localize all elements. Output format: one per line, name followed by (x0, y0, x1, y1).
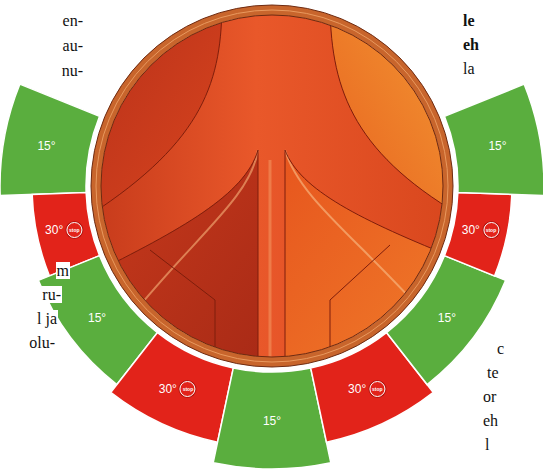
body-text-fragment: or (482, 388, 497, 405)
angle-value: 15° (37, 139, 55, 153)
trunk-highlight (269, 160, 272, 380)
sector-label: 15° (438, 311, 456, 325)
sector-label: 15° (488, 139, 506, 153)
sector-label: 30°stop (45, 222, 82, 238)
stop-sign: stop (369, 381, 385, 397)
text-fragment-holder: le (462, 12, 476, 30)
body-text-fragment: olu- (28, 334, 56, 351)
body-text-fragment: le (462, 12, 476, 29)
body-text-fragment: au- (62, 37, 84, 54)
stop-sign: stop (180, 381, 196, 397)
sector-label: 15° (263, 414, 281, 428)
sector-fill (444, 84, 543, 195)
text-fragment-holder: c (496, 340, 505, 358)
sector-fill (111, 333, 234, 443)
allowed-angle-sector: 15° (0, 82, 102, 198)
text-fragment-holder: eh (482, 412, 499, 430)
text-fragment-holder: or (482, 388, 497, 406)
sector-label: 15° (88, 311, 106, 325)
stop-sign: stop (483, 222, 499, 238)
sector-fill (387, 256, 506, 385)
pipe-ring-line (96, 10, 448, 362)
angle-value: 30° (45, 223, 63, 237)
body-text-fragment: eh (482, 412, 499, 429)
angle-value: 15° (438, 311, 456, 325)
angle-value: 15° (88, 311, 106, 325)
forbidden-angle-sector: 30°stop (442, 190, 514, 278)
body-text-fragment: en- (62, 12, 84, 29)
angle-value: 30° (462, 223, 480, 237)
angle-value: 15° (488, 139, 506, 153)
angle-value: 30° (159, 382, 177, 396)
body-text-fragment: l (484, 436, 490, 453)
body-text-fragment: c (496, 340, 505, 357)
text-fragment-holder: nu- (61, 62, 84, 80)
sector-label: 30°stop (462, 222, 499, 238)
body-text-fragment: te (486, 364, 500, 381)
pipe-ring (96, 10, 448, 362)
sector-label: 30°stop (159, 381, 196, 397)
sector-fill (444, 192, 511, 275)
allowed-angle-sector: 15° (442, 82, 543, 198)
body-text-fragment: nu- (61, 62, 84, 79)
sector-label: 30°stop (348, 381, 385, 397)
pipe-ring-edge (91, 5, 453, 367)
text-fragment-holder: eh (462, 36, 480, 54)
sector-fill (0, 84, 100, 195)
text-fragment-holder: au- (62, 37, 84, 55)
text-fragment-holder: te (486, 364, 500, 382)
pipe-ring-edge (101, 15, 443, 357)
text-fragment-holder: en- (62, 12, 84, 30)
text-fragment-holder: la (462, 60, 476, 78)
body-text-fragment: la (462, 60, 476, 77)
forbidden-angle-sector: 30°stop (108, 330, 236, 445)
angle-value: 15° (263, 414, 281, 428)
stop-sign: stop (66, 222, 82, 238)
angle-value: 30° (348, 382, 366, 396)
body-text-fragment: eh (462, 36, 480, 53)
text-fragment-holder: olu- (28, 334, 56, 352)
text-fragment-holder: l (484, 436, 490, 454)
sector-label: 15° (37, 139, 55, 153)
